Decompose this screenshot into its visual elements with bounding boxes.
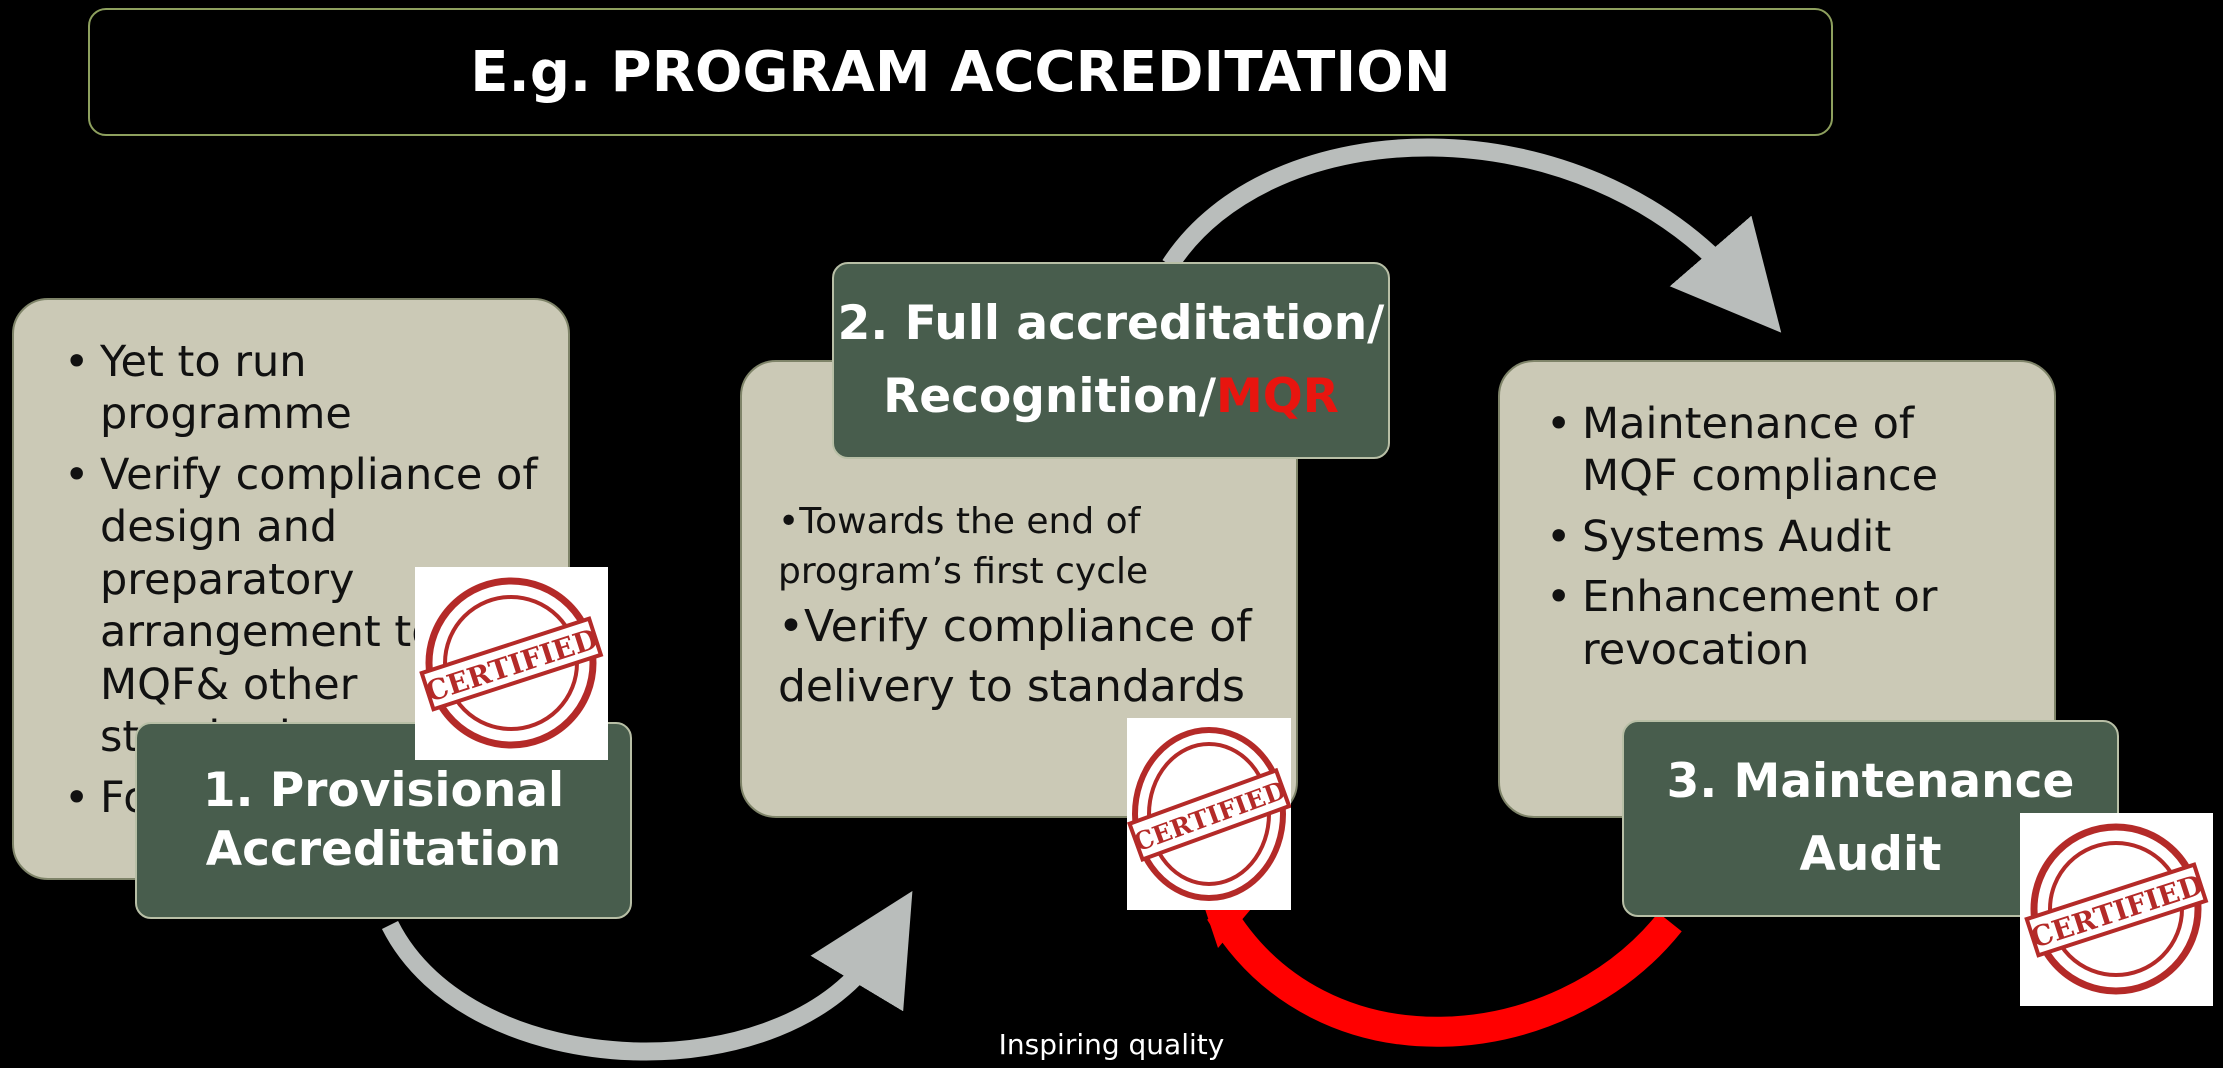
stage3-bullets: Maintenance of MQF compliance Systems Au… — [1536, 398, 2016, 684]
stage1-label-line1: 1. Provisional — [202, 762, 565, 818]
stage2-label-prefix: Recognition/ — [883, 368, 1216, 424]
footer-text: Inspiring quality — [998, 1028, 1225, 1061]
stage2-line2: program’s first cycle — [778, 551, 1149, 592]
stage2-line3: •Verify compliance of — [778, 601, 1252, 652]
certified-stamp-1: CERTIFIED — [415, 567, 608, 760]
arrow-red — [1207, 904, 1682, 1047]
arrow-top — [1162, 138, 1782, 333]
title-box: E.g. PROGRAM ACCREDITATION — [88, 8, 1833, 136]
stage3-bullet-1: Maintenance of MQF compliance — [1536, 398, 2016, 503]
stage2-label-line1: 2. Full accreditation/ — [837, 295, 1385, 351]
stage2-label-line2: Recognition/MQR — [883, 361, 1339, 434]
stage1-label-line2: Accreditation — [205, 821, 562, 877]
stage3-label-line2: Audit — [1799, 826, 1942, 882]
page-title: E.g. PROGRAM ACCREDITATION — [470, 39, 1451, 105]
stage2-label: 2. Full accreditation/ Recognition/MQR — [832, 262, 1390, 459]
certified-stamp-2: CERTIFIED — [1126, 718, 1292, 910]
stage3-bullet-3: Enhancement or revocation — [1536, 571, 2016, 676]
arrow-bottom-left — [381, 891, 913, 1061]
stage2-label-highlight: MQR — [1216, 368, 1339, 424]
certified-stamp-3: CERTIFIED — [2020, 813, 2213, 1006]
stage3-bullet-2: Systems Audit — [1536, 511, 2016, 564]
stage2-text: •Towards the end of program’s first cycl… — [778, 497, 1298, 717]
stage3-label-line1: 3. Maintenance — [1666, 753, 2075, 809]
stage2-line1: •Towards the end of — [778, 501, 1141, 542]
stage2-line4: delivery to standards — [778, 661, 1245, 712]
stage1-bullet-1: Yet to run programme — [54, 336, 564, 441]
